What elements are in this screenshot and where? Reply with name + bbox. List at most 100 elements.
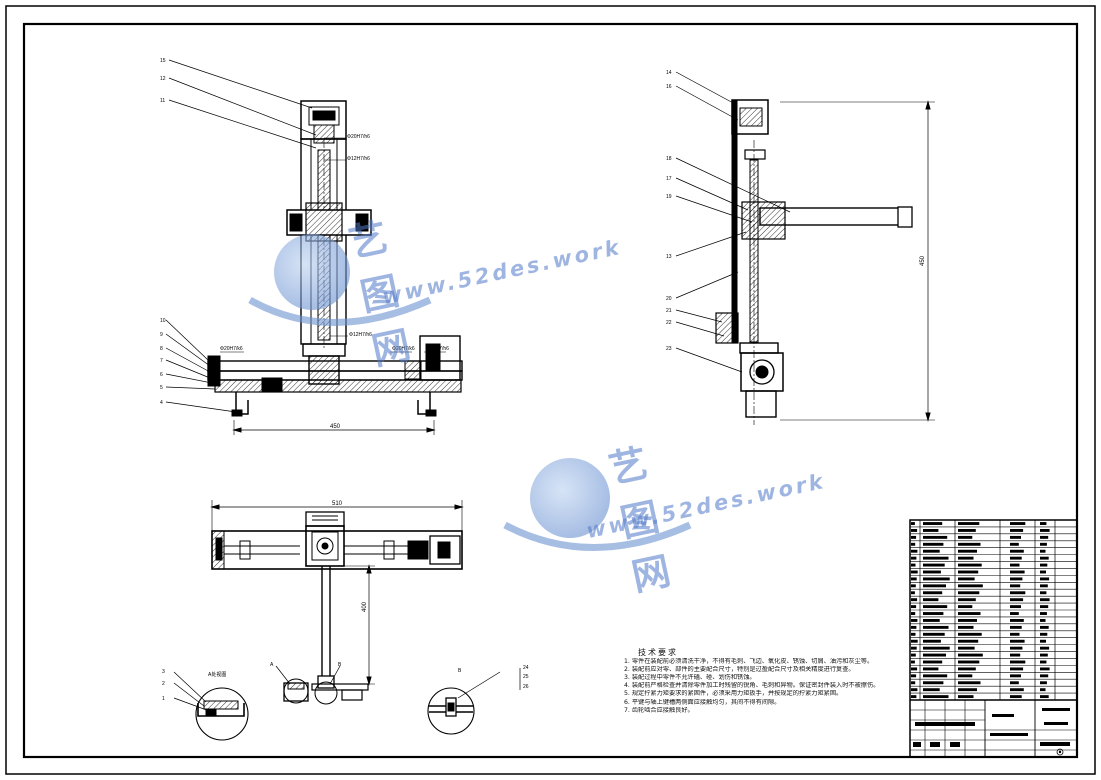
parts-cell-text [958,625,974,629]
parts-cell-text [1040,612,1047,615]
parts-cell-text [1040,529,1050,532]
parts-cell-text [923,688,940,692]
tech-note-1: 1. 零件在装配前必须清洗干净，不得有毛刺、飞边、氧化皮、锈蚀、切屑、油污和灰尘… [624,658,874,666]
parts-cell-text [1040,598,1050,602]
parts-cell-text [1010,639,1025,643]
label-10: 10 [160,318,166,324]
parts-cell-text [958,529,976,532]
top-view-texts: 510 400 A B [270,501,368,668]
parts-cell-text [923,660,943,664]
label-18: 18 [666,156,672,162]
label-11: 11 [160,98,165,104]
parts-cell-text [911,591,915,595]
parts-cell-text [911,619,918,622]
parts-cell-text [911,570,918,574]
label-7: 7 [160,358,163,364]
parts-cell-text [1040,570,1046,574]
dim-base-width: 450 [330,424,341,430]
parts-cell-text [923,556,949,560]
parts-cell-text [923,625,949,629]
parts-cell-text [923,598,939,602]
parts-cell-text [923,605,948,609]
parts-cell-text [1010,612,1019,615]
parts-cell-text [1040,522,1047,525]
parts-cell-text [923,646,950,650]
parts-cell-text [958,646,975,650]
parts-cell-text [958,605,973,609]
label-4: 4 [160,400,163,406]
inner-border [22,22,1079,759]
parts-cell-text [958,549,977,553]
label-15: 15 [160,58,166,64]
fit-label-6: Φ20H7/h6 [426,346,449,352]
parts-cell-text [911,577,917,581]
parts-cell-text [958,660,980,664]
parts-cell-text [911,667,918,671]
parts-cell-text [958,542,981,546]
parts-cell-text [923,639,941,643]
watermark-globe-2 [503,458,692,551]
label-13: 13 [666,254,672,260]
top-view [210,500,464,705]
parts-cell-text [923,529,939,532]
parts-cell-text [958,688,977,692]
fit-label-5: Φ20H7/k6 [392,346,415,352]
label-12: 12 [160,76,166,82]
parts-cell-text [1040,681,1047,685]
parts-cell-text [911,688,918,692]
detail-views [173,668,521,741]
parts-cell-text [923,695,949,699]
parts-cell-text [923,577,950,581]
parts-cell-text [923,584,946,588]
parts-cell-text [1010,653,1021,657]
parts-cell-text [1040,577,1050,581]
parts-cell-text [958,577,975,581]
label-23: 23 [666,346,672,352]
parts-cell-text [911,625,917,629]
label-19: 19 [666,194,672,200]
parts-cell-text [1040,563,1048,567]
label-6: 6 [160,372,163,378]
label-26: 26 [523,684,529,690]
parts-cell-text [958,556,974,560]
fit-label-1: Φ20H7/h6 [347,134,370,140]
parts-cell-text [1040,591,1047,595]
parts-cell-text [1010,529,1024,532]
parts-cell-text [1010,591,1026,595]
parts-cell-text [1010,605,1021,609]
label-22: 22 [666,320,672,326]
parts-cell-text [911,529,918,532]
side-view-texts: 14 16 18 17 19 13 20 21 22 23 450 [666,70,926,352]
parts-cell-text [1040,653,1048,657]
parts-cell-text [923,563,945,567]
parts-cell-text [1010,674,1021,678]
parts-cell-text [958,639,979,643]
dim-top-width: 510 [332,501,343,507]
dim-arm-length: 400 [362,601,368,612]
parts-cell-text [923,535,948,539]
parts-cell-text [958,681,981,685]
parts-cell-text [958,619,977,622]
parts-cell-text [1010,625,1022,629]
parts-cell-text [1040,619,1046,622]
parts-cell-text [1010,632,1020,636]
parts-cell-text [911,681,916,685]
parts-cell-text [911,674,917,678]
parts-list-table [909,519,1078,758]
parts-cell-text [1010,549,1024,553]
parts-cell-text [1010,660,1026,664]
parts-cell-text [1040,688,1046,692]
label-B-top: B [338,662,342,668]
parts-cell-text [911,542,916,546]
parts-cell-text [911,639,918,643]
parts-cell-text [1040,646,1050,650]
parts-cell-text [923,542,944,546]
parts-cell-text [911,632,916,636]
parts-cell-text [958,653,983,657]
parts-cell-text [923,522,943,525]
label-25: 25 [523,674,529,680]
label-8: 8 [160,346,163,352]
dim-side-height: 450 [920,255,926,266]
parts-cell-text [958,674,973,678]
tech-requirements-title: 技术要求 [638,648,678,657]
